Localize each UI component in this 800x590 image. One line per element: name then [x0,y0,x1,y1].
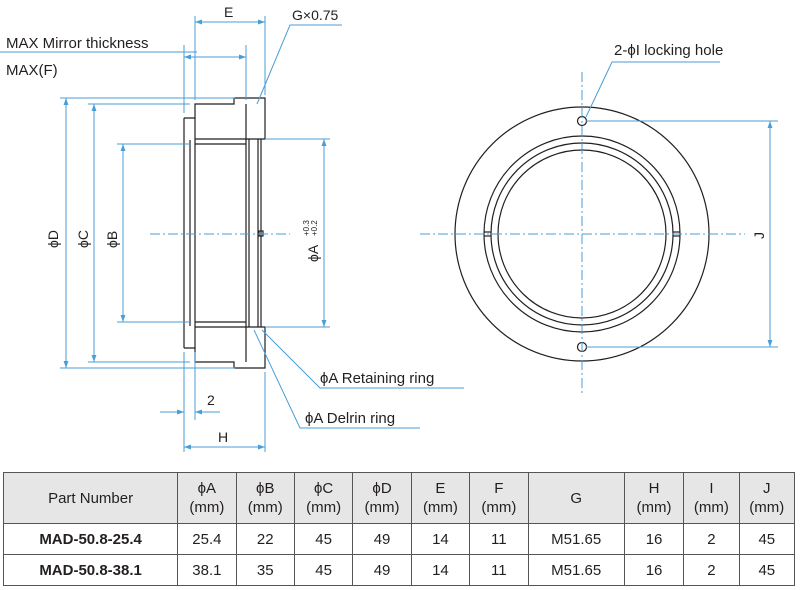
label-J: J [751,232,767,239]
front-view-labels: 2-ϕI locking hole J [614,42,767,239]
label-locking-hole: 2-ϕI locking hole [614,42,723,59]
label-E: E [224,4,233,20]
cell-phi-c: 45 [293,523,354,555]
cell-phi-b: 35 [235,554,295,586]
label-phi-d: ϕD [45,230,61,248]
cell-phi-c: 45 [293,554,354,586]
header-h: H(mm) [623,472,685,524]
cell-g: M51.65 [527,523,625,555]
header-phi-a: ϕA(mm) [177,472,237,524]
label-retaining-ring: ϕA Retaining ring [320,370,434,387]
tolerance-upper: +0.3 [302,220,311,236]
header-e: E(mm) [410,472,471,524]
cell-part-number: MAD-50.8-25.4 [2,523,179,555]
label-H: H [218,429,228,445]
label-dim-2: 2 [207,392,215,408]
label-phi-a: ϕA +0.3 +0.2 [302,220,321,262]
header-phi-c: ϕC(mm) [293,472,354,524]
cell-g: M51.65 [527,554,625,586]
cell-e: 14 [410,523,471,555]
cell-f: 11 [469,523,529,555]
cell-part-number: MAD-50.8-38.1 [2,554,179,586]
label-max-mirror: MAX Mirror thickness [6,35,149,52]
header-f: F(mm) [469,472,529,524]
cell-e: 14 [410,554,471,586]
table-row: MAD-50.8-38.1 38.1 35 45 49 14 11 M51.65… [2,554,796,586]
svg-text:ϕA: ϕA [305,244,321,262]
side-view-outline [183,97,266,369]
side-view: E G×0.75 MAX Mirror thickness MAX(F) ϕD … [0,4,464,452]
cell-j: 45 [738,554,796,586]
cell-j: 45 [738,523,796,555]
header-phi-d: ϕD(mm) [352,472,412,524]
table-header-row: Part Number ϕA(mm) ϕB(mm) ϕC(mm) ϕD(mm) … [2,472,796,524]
front-view: 2-ϕI locking hole J [420,42,778,396]
header-phi-b: ϕB(mm) [235,472,295,524]
cell-phi-d: 49 [352,523,412,555]
cell-f: 11 [469,554,529,586]
label-max-f: MAX(F) [6,62,58,79]
label-phi-c: ϕC [75,230,91,248]
front-view-dimension-lines [420,61,778,396]
side-view-labels: E G×0.75 MAX Mirror thickness MAX(F) ϕD … [6,4,434,445]
cell-h: 16 [623,554,685,586]
label-delrin-ring: ϕA Delrin ring [305,410,395,427]
cell-h: 16 [623,523,685,555]
header-i: I(mm) [683,472,740,524]
header-part-number: Part Number [2,472,179,524]
cell-i: 2 [683,554,740,586]
cell-phi-d: 49 [352,554,412,586]
table-row: MAD-50.8-25.4 25.4 22 45 49 14 11 M51.65… [2,523,796,555]
label-G: G×0.75 [292,7,339,23]
header-g: G [527,472,625,524]
cell-phi-a: 25.4 [177,523,237,555]
spec-table: Part Number ϕA(mm) ϕB(mm) ϕC(mm) ϕD(mm) … [2,472,796,586]
label-phi-b: ϕB [104,231,120,248]
cell-i: 2 [683,523,740,555]
technical-drawing: E G×0.75 MAX Mirror thickness MAX(F) ϕD … [0,4,778,452]
side-view-dimension-lines [0,16,464,452]
cell-phi-b: 22 [235,523,295,555]
header-j: J(mm) [738,472,796,524]
tolerance-lower: +0.2 [310,220,319,236]
cell-phi-a: 38.1 [177,554,237,586]
